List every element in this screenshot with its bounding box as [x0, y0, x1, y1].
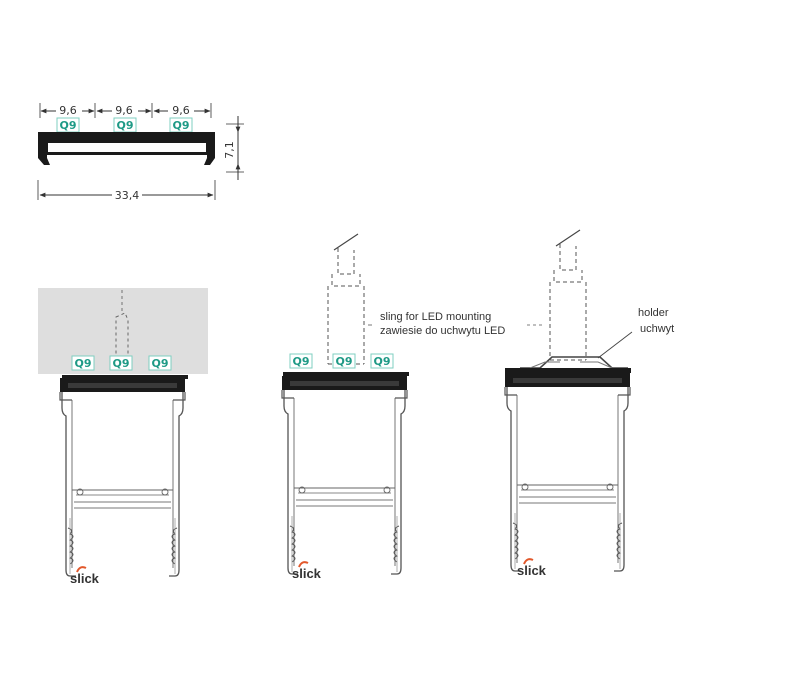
brand-logo-2: slick	[292, 566, 322, 581]
dim-total-width: 33,4	[115, 189, 140, 202]
q9-label-view1-1: Q9	[74, 357, 91, 370]
housing-profile-2	[281, 375, 408, 575]
view-sling-mount: sling for LED mounting zawiesie do uchwy…	[281, 233, 545, 581]
view-holder-mount: holder uchwyt slick	[504, 229, 674, 578]
holder-leader-line	[597, 331, 633, 359]
holder-bracket	[520, 356, 628, 369]
view-ceiling-mount: Q9 Q9 Q9 slick	[38, 288, 208, 586]
holder-sling-outline	[549, 229, 587, 361]
dim-slot-1: 9,6	[59, 104, 77, 117]
dim-height: 7,1	[223, 141, 236, 159]
dim-slot-2: 9,6	[115, 104, 133, 117]
housing-profile-1	[59, 377, 186, 577]
top-profile-section: 9,6 9,6 9,6 Q9 Q9 Q9 7,1 33,4	[37, 103, 244, 202]
q9-label-view1-2: Q9	[112, 357, 129, 370]
holder-label-pl: uchwyt	[640, 323, 674, 335]
brand-logo-3: slick	[517, 563, 547, 578]
q9-label-view2-3: Q9	[373, 355, 390, 368]
sling-outline	[327, 233, 365, 365]
sling-label-en: sling for LED mounting	[380, 311, 491, 323]
dim-slot-3: 9,6	[172, 104, 190, 117]
sling-label-pl: zawiesie do uchwytu LED	[380, 325, 505, 337]
q9-label-top-2: Q9	[116, 119, 133, 132]
housing-profile-3	[504, 372, 631, 572]
q9-label-view2-2: Q9	[335, 355, 352, 368]
q9-label-view1-3: Q9	[151, 357, 168, 370]
q9-label-view2-1: Q9	[292, 355, 309, 368]
holder-label-en: holder	[638, 307, 669, 319]
q9-label-top-3: Q9	[172, 119, 189, 132]
q9-label-top-1: Q9	[59, 119, 76, 132]
brand-logo-1: slick	[70, 571, 100, 586]
